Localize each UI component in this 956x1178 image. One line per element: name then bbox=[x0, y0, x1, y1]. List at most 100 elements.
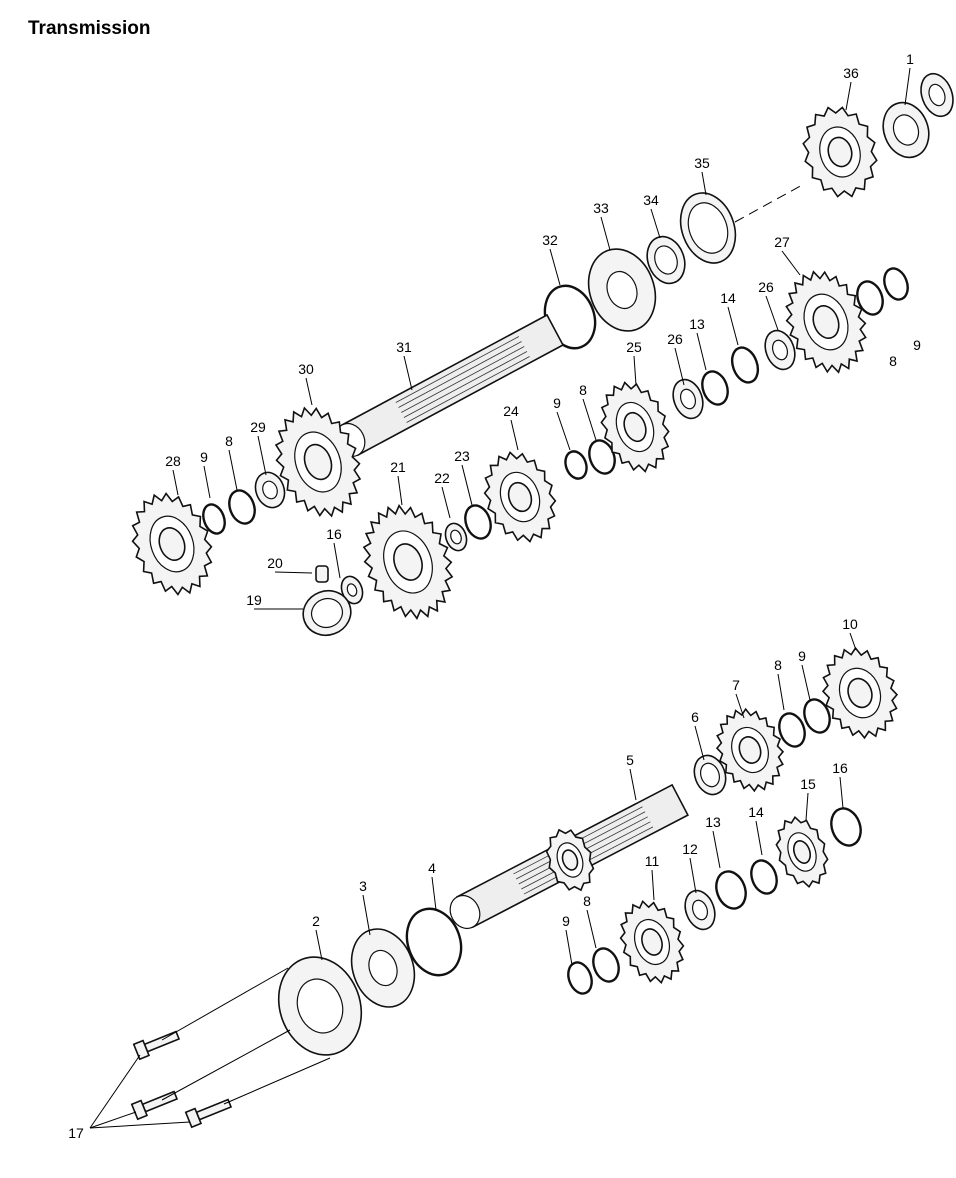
shaft-gear-cluster bbox=[545, 828, 595, 892]
bearing-part-12 bbox=[684, 889, 716, 931]
callout-label-9: 9 bbox=[200, 449, 208, 465]
leader-line-3 bbox=[362, 894, 371, 936]
gear-part-11 bbox=[619, 899, 685, 985]
gear-part-30 bbox=[274, 406, 362, 518]
bearing-part-26-b bbox=[764, 329, 796, 371]
leader-line-30 bbox=[305, 377, 313, 406]
leader-line-29 bbox=[257, 435, 267, 476]
callout-label-12: 12 bbox=[682, 841, 698, 857]
gear-part-15 bbox=[775, 815, 829, 889]
washer-part-1 bbox=[882, 101, 930, 159]
callout-label-20: 20 bbox=[267, 555, 283, 571]
callout-label-26: 26 bbox=[667, 331, 683, 347]
gear-part-7 bbox=[715, 707, 785, 793]
leader-line-16 bbox=[839, 776, 844, 809]
leader-line-35 bbox=[701, 171, 707, 196]
needle-bearing-part-19 bbox=[302, 589, 352, 637]
leader-line-31 bbox=[403, 355, 413, 391]
callout-label-36: 36 bbox=[843, 65, 859, 81]
leader-line-24 bbox=[510, 419, 519, 451]
gear-part-25 bbox=[600, 381, 670, 473]
leader-line-4 bbox=[431, 876, 437, 911]
leader-lines-layer bbox=[89, 67, 911, 1129]
callout-label-22: 22 bbox=[434, 470, 450, 486]
callout-label-26: 26 bbox=[758, 279, 774, 295]
callout-label-23: 23 bbox=[454, 448, 470, 464]
leader-line-5 bbox=[629, 768, 637, 801]
callout-label-3: 3 bbox=[359, 878, 367, 894]
callout-label-8: 8 bbox=[583, 893, 591, 909]
callout-label-34: 34 bbox=[643, 192, 659, 208]
leader-line-33 bbox=[600, 216, 611, 251]
callout-label-4: 4 bbox=[428, 860, 436, 876]
leader-line-17-c bbox=[89, 1121, 191, 1129]
leader-line-16 bbox=[333, 542, 341, 579]
callout-label-14: 14 bbox=[748, 804, 764, 820]
callout-label-13: 13 bbox=[689, 316, 705, 332]
leader-line-6 bbox=[694, 725, 705, 761]
leader-line-23 bbox=[461, 464, 473, 506]
leader-line-12 bbox=[689, 857, 697, 894]
leader-line-32 bbox=[549, 248, 561, 286]
leader-line-10 bbox=[849, 632, 857, 651]
callout-label-17: 17 bbox=[68, 1125, 84, 1141]
leader-line-11 bbox=[651, 869, 655, 901]
leader-line-28 bbox=[172, 469, 179, 496]
alignment-dash-line bbox=[734, 183, 805, 223]
bolt-part-17-b bbox=[130, 1090, 179, 1121]
washer-part-16-b bbox=[830, 807, 862, 847]
leader-line-22 bbox=[441, 486, 451, 519]
gear-part-21 bbox=[362, 504, 454, 620]
leader-line-14 bbox=[727, 306, 739, 346]
callout-label-14: 14 bbox=[720, 290, 736, 306]
bolt-part-17-a bbox=[132, 1030, 181, 1061]
leader-line-14 bbox=[755, 820, 763, 856]
leader-line-17-a bbox=[89, 1054, 141, 1129]
bolt-part-17-c bbox=[184, 1098, 233, 1129]
leader-line-8 bbox=[586, 909, 597, 949]
washer-part-16-a bbox=[340, 575, 364, 605]
snap-ring-part-9-a bbox=[202, 503, 226, 535]
callout-label-7: 7 bbox=[732, 677, 740, 693]
bearing-part-22 bbox=[444, 522, 468, 552]
leader-line-8 bbox=[582, 398, 597, 441]
snap-ring-part-4 bbox=[405, 907, 463, 977]
callout-label-9: 9 bbox=[553, 395, 561, 411]
main-shaft-part-31 bbox=[334, 313, 565, 458]
callout-label-35: 35 bbox=[694, 155, 710, 171]
callout-label-30: 30 bbox=[298, 361, 314, 377]
callout-label-9: 9 bbox=[798, 648, 806, 664]
bolt-alignment-line-c bbox=[223, 1057, 331, 1105]
leader-line-9 bbox=[801, 664, 811, 701]
washer-part-8-c bbox=[856, 280, 884, 316]
gear-part-27 bbox=[785, 270, 867, 374]
pin-part-20 bbox=[315, 565, 329, 583]
gear-part-24 bbox=[483, 451, 557, 543]
washer-part-8-d bbox=[778, 712, 806, 748]
collar-part-34 bbox=[646, 235, 686, 285]
washer-part-8-a bbox=[228, 489, 256, 525]
callout-label-29: 29 bbox=[250, 419, 266, 435]
parts-layer bbox=[130, 72, 954, 1129]
callout-label-25: 25 bbox=[626, 339, 642, 355]
callout-label-13: 13 bbox=[705, 814, 721, 830]
callout-label-16: 16 bbox=[326, 526, 342, 542]
callout-label-8: 8 bbox=[225, 433, 233, 449]
callout-label-19: 19 bbox=[246, 592, 262, 608]
retainer-plate-part-2 bbox=[277, 956, 363, 1056]
callout-label-9: 9 bbox=[562, 913, 570, 929]
washer-part-13-b bbox=[715, 870, 747, 910]
leader-line-13 bbox=[696, 332, 707, 371]
leader-line-8 bbox=[228, 449, 238, 491]
washer-part-8-e bbox=[592, 947, 620, 983]
leader-line-26 bbox=[765, 295, 779, 331]
leader-line-13 bbox=[712, 830, 721, 869]
callout-label-6: 6 bbox=[691, 709, 699, 725]
callout-label-8: 8 bbox=[774, 657, 782, 673]
callout-label-15: 15 bbox=[800, 776, 816, 792]
callout-label-16: 16 bbox=[832, 760, 848, 776]
leader-line-9 bbox=[556, 411, 571, 451]
callout-label-8: 8 bbox=[889, 353, 897, 369]
snap-ring-part-9-e bbox=[567, 961, 593, 995]
snap-ring-part-14-a bbox=[730, 346, 760, 384]
